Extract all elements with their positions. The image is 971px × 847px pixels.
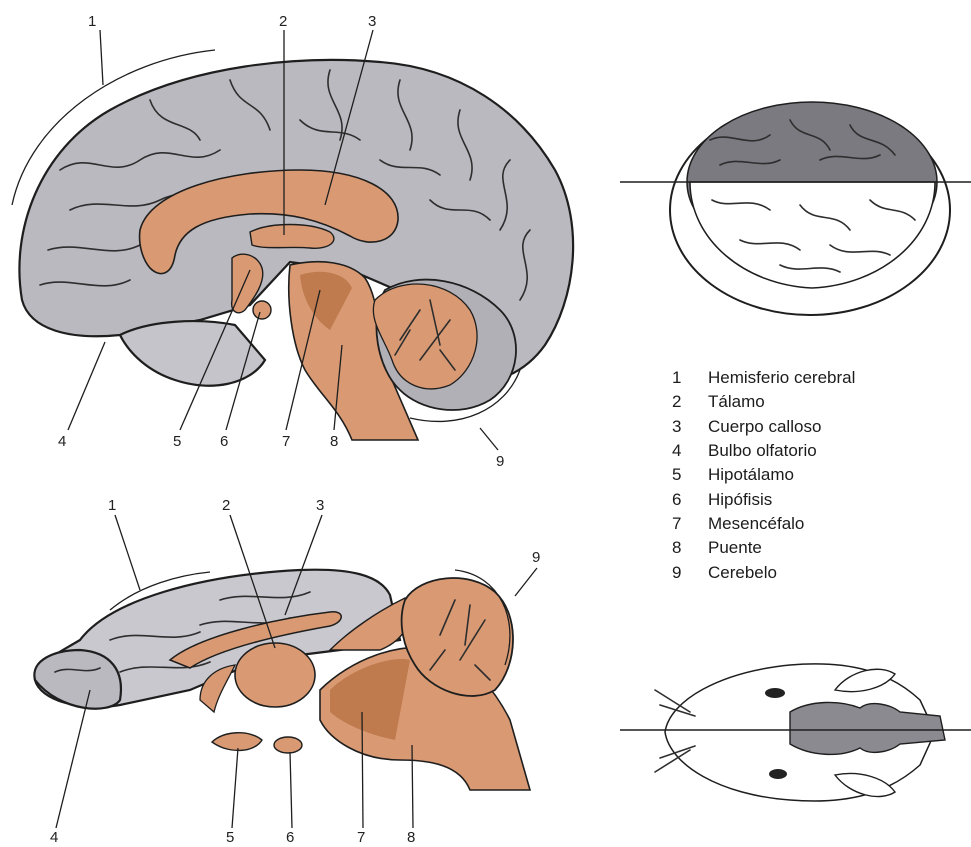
legend-label: Puente <box>708 538 762 558</box>
legend-number: 3 <box>672 417 708 437</box>
legend-label: Cuerpo calloso <box>708 417 821 437</box>
animal-thalamus <box>235 643 315 707</box>
legend-number: 8 <box>672 538 708 558</box>
animal-eye-bottom-icon <box>769 769 787 779</box>
human-label-8: 8 <box>330 433 338 450</box>
human-label-3: 3 <box>368 13 376 30</box>
legend-number: 9 <box>672 563 708 583</box>
animal-hypothalamus <box>212 733 262 751</box>
human-label-1: 1 <box>88 13 96 30</box>
animal-pituitary <box>274 737 302 753</box>
human-label-2: 2 <box>279 13 287 30</box>
legend-number: 6 <box>672 490 708 510</box>
legend-label: Cerebelo <box>708 563 777 583</box>
animal-brain-sagittal <box>34 570 530 790</box>
animal-label-1: 1 <box>108 497 116 514</box>
animal-head-top-view <box>620 664 971 801</box>
legend-label: Hemisferio cerebral <box>708 368 855 388</box>
animal-label-5: 5 <box>226 829 234 846</box>
animal-olfactory-bulb <box>34 650 121 709</box>
legend-label: Hipotálamo <box>708 465 794 485</box>
human-label-5: 5 <box>173 433 181 450</box>
legend-item: 6 Hipófisis <box>672 487 962 511</box>
legend-item: 1 Hemisferio cerebral <box>672 366 962 390</box>
legend-item: 5 Hipotálamo <box>672 463 962 487</box>
human-label-9: 9 <box>496 453 504 470</box>
human-label-4: 4 <box>58 433 66 450</box>
legend-number: 7 <box>672 514 708 534</box>
legend-item: 2 Tálamo <box>672 390 962 414</box>
legend-number: 2 <box>672 392 708 412</box>
legend: 1 Hemisferio cerebral 2 Tálamo 3 Cuerpo … <box>672 366 962 585</box>
legend-item: 7 Mesencéfalo <box>672 512 962 536</box>
human-thalamus <box>250 225 334 249</box>
animal-eye-top-icon <box>765 688 785 698</box>
human-label-7: 7 <box>282 433 290 450</box>
animal-label-3: 3 <box>316 497 324 514</box>
animal-label-4: 4 <box>50 829 58 846</box>
animal-label-8: 8 <box>407 829 415 846</box>
legend-item: 3 Cuerpo calloso <box>672 415 962 439</box>
legend-label: Bulbo olfatorio <box>708 441 817 461</box>
human-head-top-view <box>620 102 971 315</box>
legend-item: 9 Cerebelo <box>672 560 962 584</box>
legend-item: 4 Bulbo olfatorio <box>672 439 962 463</box>
legend-number: 4 <box>672 441 708 461</box>
animal-label-7: 7 <box>357 829 365 846</box>
animal-label-6: 6 <box>286 829 294 846</box>
human-pituitary <box>253 301 271 319</box>
animal-label-2: 2 <box>222 497 230 514</box>
legend-label: Hipófisis <box>708 490 772 510</box>
animal-label-9: 9 <box>532 549 540 566</box>
human-label-6: 6 <box>220 433 228 450</box>
legend-number: 5 <box>672 465 708 485</box>
legend-number: 1 <box>672 368 708 388</box>
legend-item: 8 Puente <box>672 536 962 560</box>
legend-label: Tálamo <box>708 392 765 412</box>
legend-label: Mesencéfalo <box>708 514 804 534</box>
human-brain-sagittal <box>19 60 573 440</box>
human-temporal-lobe <box>120 321 265 386</box>
